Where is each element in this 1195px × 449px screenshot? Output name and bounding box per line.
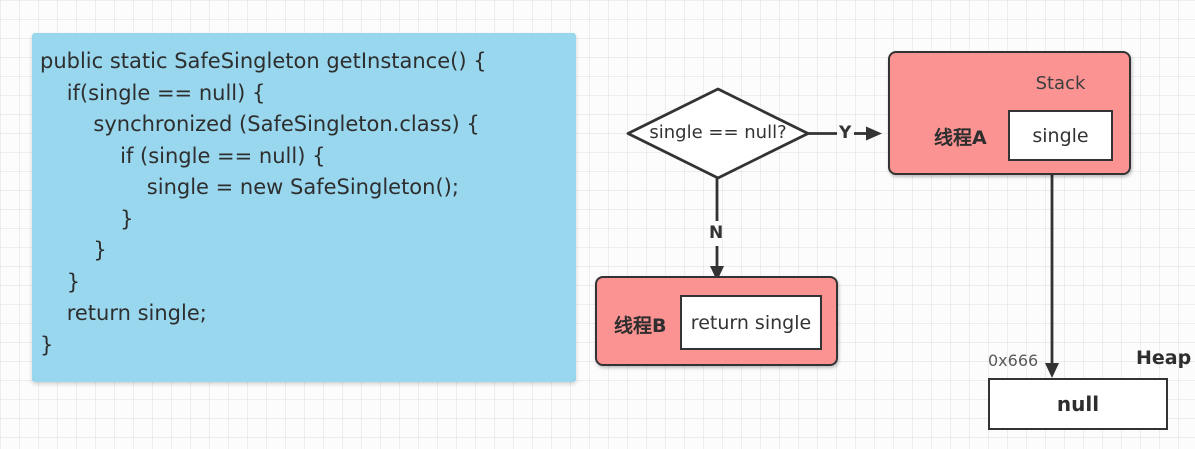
no-edge-label: N bbox=[709, 223, 724, 243]
code-line: } bbox=[40, 206, 134, 231]
stack-to-heap-arrowhead bbox=[1045, 363, 1059, 378]
code-line: } bbox=[40, 238, 107, 262]
thread-a-box: 线程A Stack single bbox=[888, 51, 1131, 175]
code-line: public static SafeSingleton getInstance(… bbox=[40, 49, 487, 73]
code-line: synchronized (SafeSingleton.class) { bbox=[40, 112, 480, 136]
yes-edge-label: Y bbox=[839, 123, 852, 143]
yes-arrowhead bbox=[866, 126, 882, 141]
code-line: return single; bbox=[40, 301, 207, 325]
code-panel: public static SafeSingleton getInstance(… bbox=[32, 33, 576, 382]
thread-b-box: 线程B return single bbox=[595, 276, 838, 366]
decision-label: single == null? bbox=[649, 122, 787, 143]
stack-region-label: Stack bbox=[1035, 73, 1086, 94]
code-line: } bbox=[40, 332, 54, 357]
code-line: if (single == null) { bbox=[40, 143, 326, 168]
code-line: if(single == null) { bbox=[40, 80, 266, 105]
thread-b-title: 线程B bbox=[614, 315, 667, 337]
heap-value-box: null bbox=[988, 378, 1168, 430]
thread-a-title: 线程A bbox=[934, 127, 987, 149]
code-line: } bbox=[40, 269, 81, 294]
thread-b-action-box: return single bbox=[680, 295, 822, 350]
code-line: single = new SafeSingleton(); bbox=[40, 175, 459, 199]
heap-address-label: 0x666 bbox=[988, 351, 1039, 370]
heap-region-label: Heap bbox=[1136, 347, 1192, 369]
stack-variable-box: single bbox=[1008, 110, 1113, 161]
no-arrowhead bbox=[710, 266, 724, 281]
